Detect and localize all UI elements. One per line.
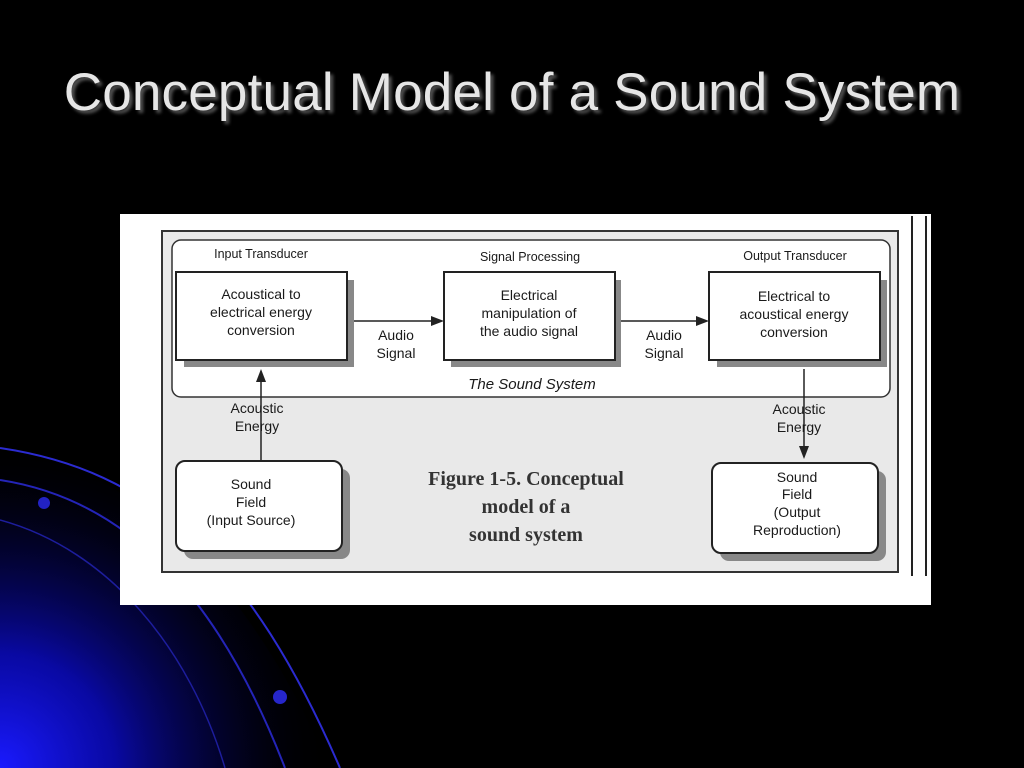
input-field-line-1: Sound bbox=[231, 476, 271, 492]
sound-field-input-box bbox=[175, 460, 350, 559]
input-energy-line-1: Acoustic bbox=[231, 400, 284, 416]
stage-header-input: Input Transducer bbox=[214, 247, 308, 261]
input-energy-line-2: Energy bbox=[235, 418, 279, 434]
figure-caption-line-2: model of a bbox=[482, 496, 571, 518]
stage-header-processing: Signal Processing bbox=[480, 250, 580, 264]
output-field-line-4: Reproduction) bbox=[753, 522, 841, 538]
stage-text-input-1: Acoustical to bbox=[221, 286, 301, 302]
stage-text-processing-3: the audio signal bbox=[480, 323, 578, 339]
sound-field-output-box bbox=[711, 462, 886, 561]
arrow-input-to-processing bbox=[354, 316, 444, 326]
output-energy-line-1: Acoustic bbox=[773, 401, 826, 417]
output-energy-line-2: Energy bbox=[777, 419, 821, 435]
slide-title: Conceptual Model of a Sound System bbox=[63, 63, 961, 122]
stage-text-processing-1: Electrical bbox=[501, 287, 558, 303]
arrow-output-energy bbox=[799, 369, 809, 459]
stage-text-output-3: conversion bbox=[760, 324, 828, 340]
swoosh-dot-2 bbox=[273, 690, 287, 704]
stage-text-output-1: Electrical to bbox=[758, 288, 831, 304]
input-field-line-3: (Input Source) bbox=[207, 512, 296, 528]
figure-caption-line-1: Figure 1-5. Conceptual bbox=[428, 468, 624, 490]
stage-box-processing bbox=[443, 271, 621, 367]
arrow-processing-to-output bbox=[621, 316, 709, 326]
stage-box-input bbox=[175, 271, 354, 367]
stage-text-input-3: conversion bbox=[227, 322, 295, 338]
swoosh-curve-3 bbox=[0, 519, 226, 768]
figure-image: Input Transducer Signal Processing Outpu… bbox=[120, 214, 931, 605]
link-label-1-line-1: Audio bbox=[378, 327, 414, 343]
stage-header-output: Output Transducer bbox=[743, 249, 847, 263]
stage-text-input-2: electrical energy bbox=[210, 304, 312, 320]
figure-caption-line-3: sound system bbox=[469, 524, 583, 546]
sound-system-label: The Sound System bbox=[468, 376, 596, 393]
output-field-line-1: Sound bbox=[777, 469, 817, 485]
output-field-line-2: Field bbox=[782, 486, 812, 502]
link-label-2-line-2: Signal bbox=[645, 345, 684, 361]
output-field-line-3: (Output bbox=[774, 504, 821, 520]
stage-box-output bbox=[708, 271, 887, 367]
stage-text-processing-2: manipulation of bbox=[482, 305, 577, 321]
link-label-1-line-2: Signal bbox=[377, 345, 416, 361]
arrow-input-energy bbox=[256, 369, 266, 462]
stage-text-output-2: acoustical energy bbox=[740, 306, 849, 322]
input-field-line-2: Field bbox=[236, 494, 266, 510]
swoosh-dot-1 bbox=[38, 497, 50, 509]
link-label-2-line-1: Audio bbox=[646, 327, 682, 343]
